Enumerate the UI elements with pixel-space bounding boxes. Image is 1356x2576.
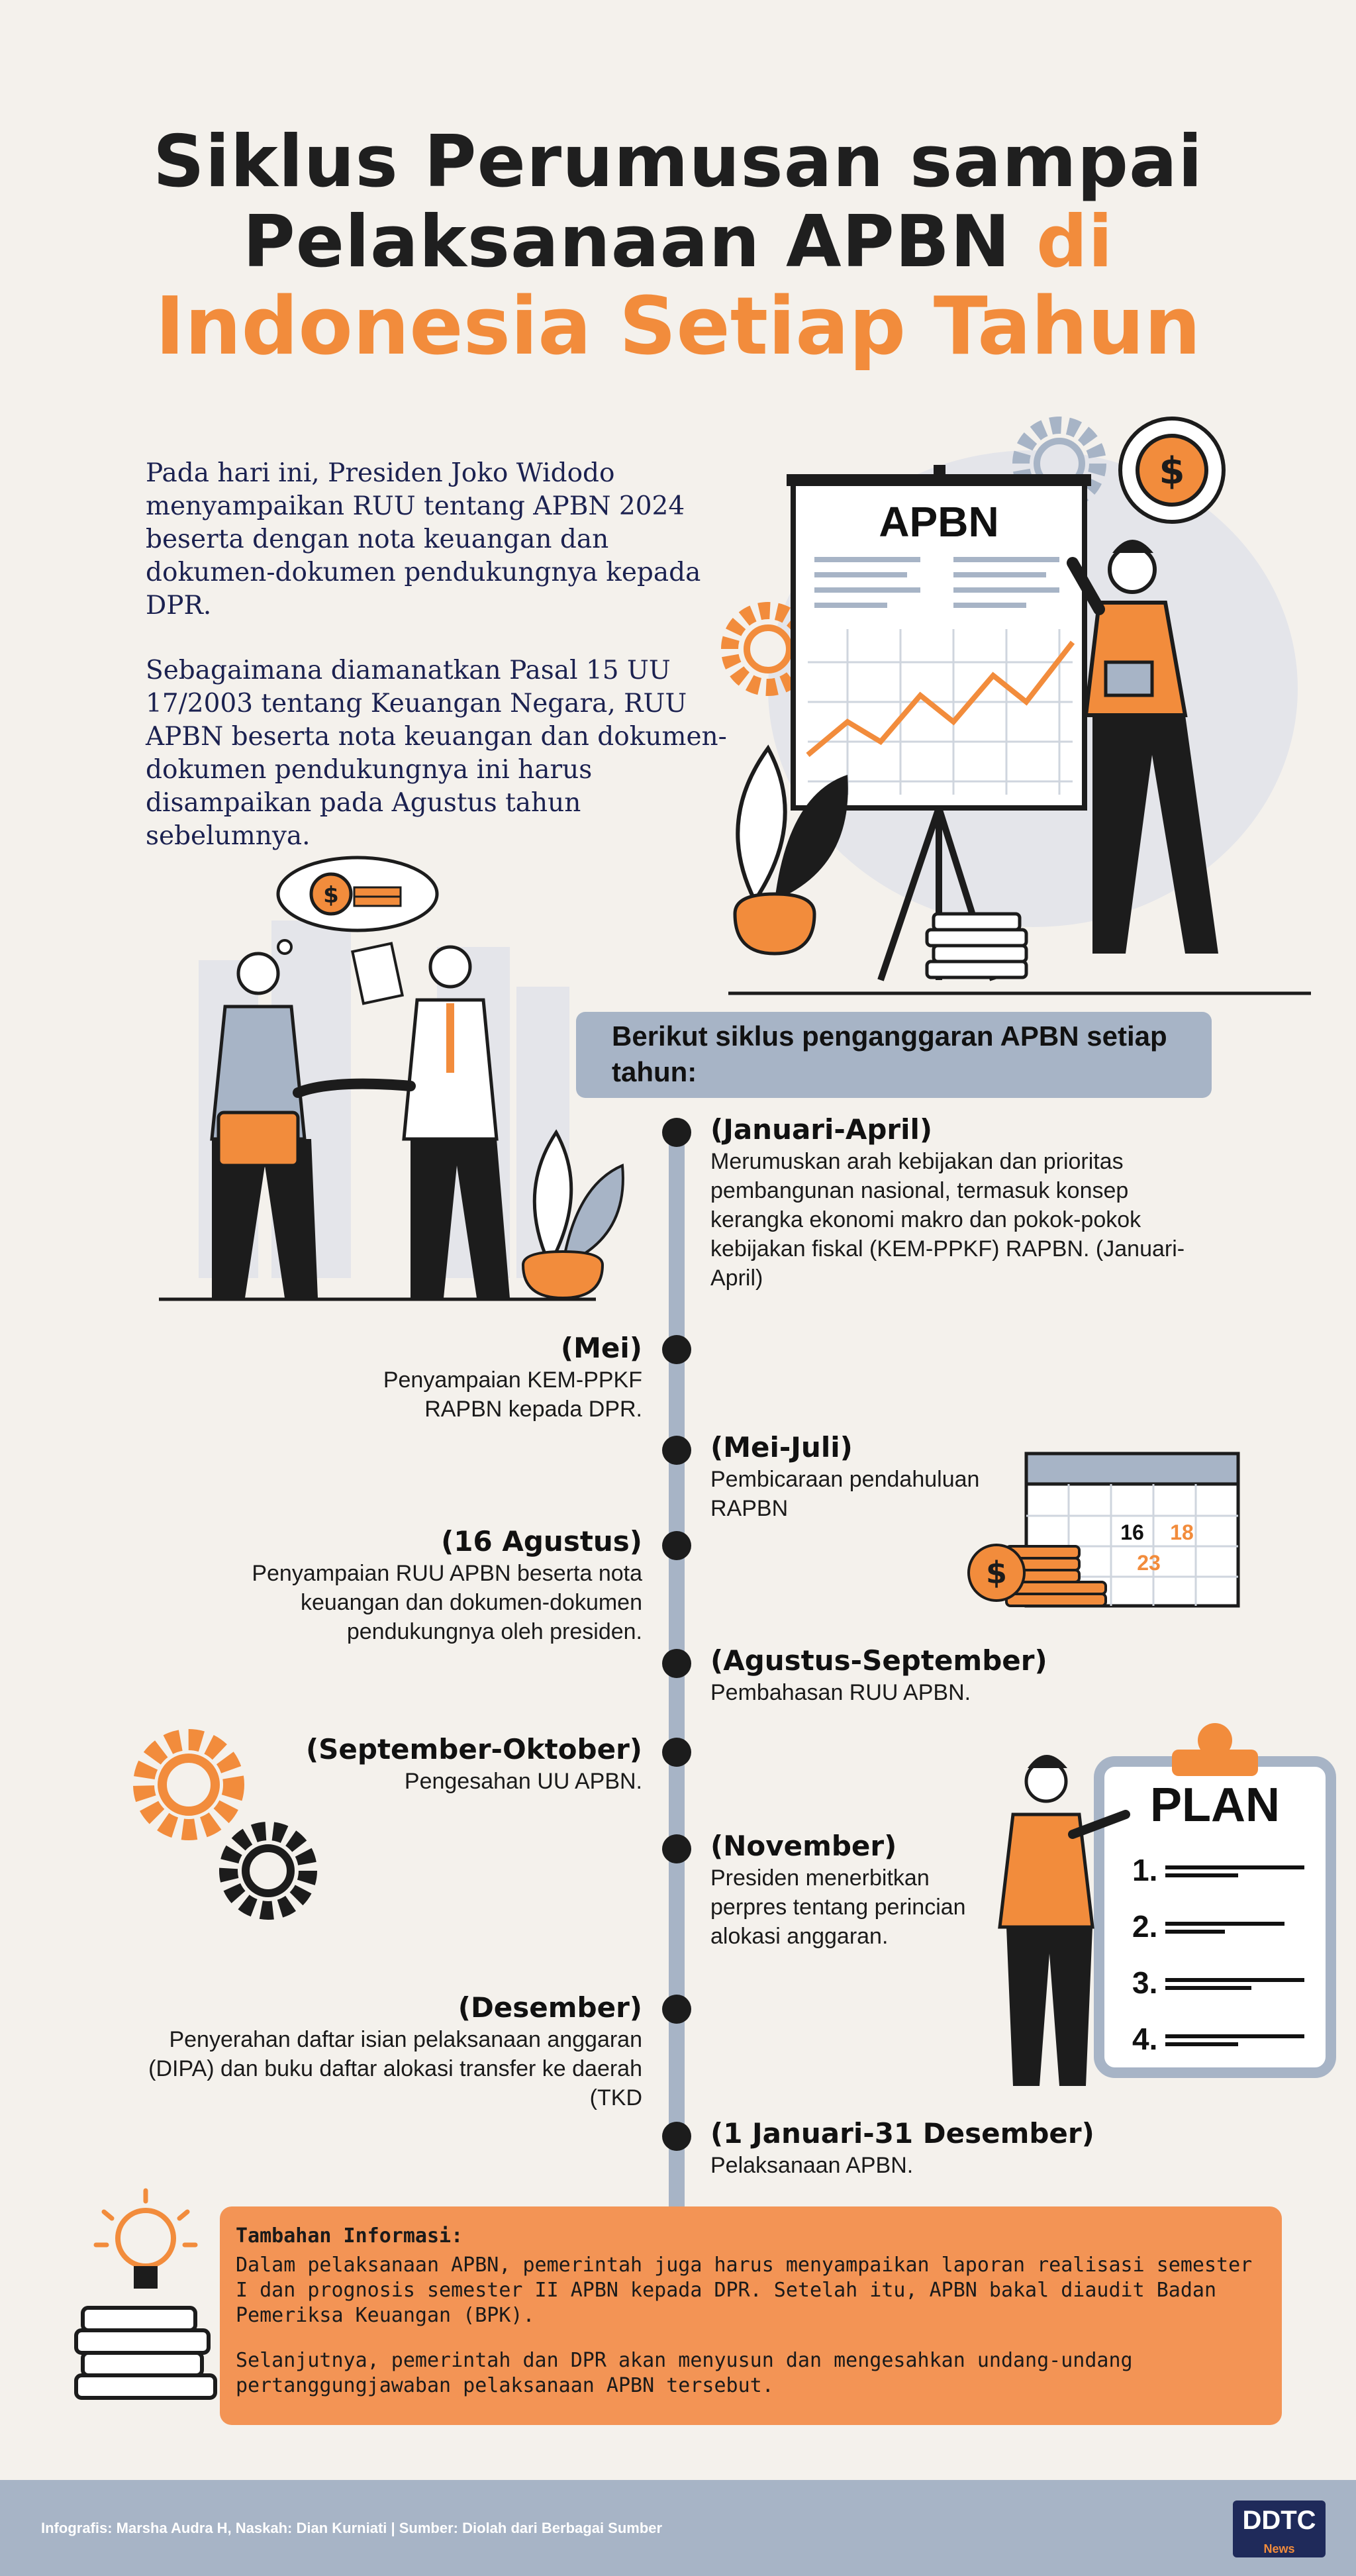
plan-item: 2. — [1132, 1909, 1157, 1944]
plan-illustration: PLAN 1. 2. 3. 4. — [998, 1723, 1336, 2086]
timeline-item-desc: Pelaksanaan APBN. — [710, 2153, 914, 2178]
handshake-illustration: $ — [159, 856, 624, 1301]
timeline-item: (November) Presiden menerbitkan perpres … — [710, 1829, 989, 1951]
businessman-figure — [210, 952, 318, 1298]
title-line-1: Siklus Perumusan sampai — [153, 121, 1203, 203]
plan-label: PLAN — [1150, 1779, 1280, 1832]
timeline-item-title: (September-Oktober) — [305, 1733, 642, 1765]
plan-item: 3. — [1132, 1965, 1157, 2000]
timeline-dot — [662, 2122, 691, 2151]
plant-icon — [521, 1129, 624, 1300]
board-label: APBN — [879, 498, 998, 546]
books-icon — [925, 912, 1028, 979]
gears-illustration — [133, 1729, 317, 1920]
calendar-day: 18 — [1170, 1520, 1194, 1544]
footer-credit: Infografis: Marsha Audra H, Naskah: Dian… — [41, 2520, 663, 2536]
timeline-item-title: (Mei-Juli) — [710, 1431, 853, 1463]
woman-figure — [998, 1755, 1130, 2086]
calendar-illustration: 16 18 23 $ — [967, 1452, 1240, 1608]
plant-icon — [733, 744, 848, 956]
coin-icon — [309, 872, 353, 916]
timeline-item-title: (16 Agustus) — [441, 1525, 642, 1558]
timeline-item-desc: Penyampaian KEM-PPKF RAPBN kepada DPR. — [383, 1367, 642, 1422]
presentation-illustration: APBN $ — [721, 417, 1311, 995]
info-paragraph-2: Selanjutnya, pemerintah dan DPR akan men… — [236, 2349, 1133, 2397]
plan-item: 4. — [1132, 2022, 1157, 2056]
info-paragraph-1: Dalam pelaksanaan APBN, pemerintah juga … — [236, 2254, 1253, 2327]
timeline-item-desc: Pengesahan UU APBN. — [404, 1769, 642, 1794]
timeline-item-title: (1 Januari-31 Desember) — [710, 2117, 1094, 2150]
timeline-dot — [662, 1738, 691, 1767]
calendar-day: 16 — [1120, 1520, 1144, 1544]
info-heading: Tambahan Informasi: — [236, 2224, 463, 2248]
timeline-item: (1 Januari-31 Desember) Pelaksanaan APBN… — [710, 2116, 1214, 2180]
svg-text:$: $ — [323, 882, 339, 909]
svg-text:$: $ — [1159, 450, 1185, 493]
presenter-figure — [1067, 540, 1218, 954]
timeline-dot — [662, 1335, 691, 1364]
intro-paragraph-2: Sebagaimana diamanatkan Pasal 15 UU 17/2… — [146, 656, 727, 851]
gear-icon — [133, 1729, 244, 1840]
title-line-3: Indonesia Setiap Tahun — [155, 280, 1201, 373]
calendar-day: 23 — [1137, 1551, 1161, 1575]
page-title: Siklus Perumusan sampai Pelaksanaan APBN… — [0, 121, 1356, 373]
timeline-item: (Agustus-September) Pembahasan RUU APBN. — [710, 1644, 1214, 1707]
timeline-item-desc: Pembicaraan pendahuluan RAPBN — [710, 1467, 980, 1521]
timeline-item-title: (Januari-April) — [710, 1113, 933, 1146]
timeline-item-desc: Penyerahan daftar isian pelaksanaan angg… — [148, 2027, 642, 2110]
timeline-dot — [662, 1649, 691, 1678]
footer-bar — [0, 2480, 1356, 2576]
additional-info-box: Tambahan Informasi: Dalam pelaksanaan AP… — [220, 2206, 1282, 2425]
plan-item: 1. — [1132, 1853, 1157, 1887]
section-header: Berikut siklus penganggaran APBN setiap … — [576, 1012, 1212, 1098]
title-line-2: Pelaksanaan APBN di — [242, 200, 1114, 283]
coin-stack-icon — [967, 1544, 1107, 1607]
coin-icon — [1136, 434, 1208, 507]
businessman-figure — [350, 942, 510, 1298]
timeline-dot — [662, 1118, 691, 1147]
timeline-dot — [662, 1995, 691, 2024]
timeline-item-title: (Mei) — [560, 1332, 642, 1364]
timeline-item-desc: Pembahasan RUU APBN. — [710, 1680, 971, 1705]
timeline-item-title: (Desember) — [458, 1991, 642, 2024]
gear-icon — [219, 1822, 317, 1920]
document-icon — [350, 942, 405, 1005]
timeline-item: (Desember) Penyerahan daftar isian pelak… — [148, 1991, 642, 2112]
timeline-item-desc: Presiden menerbitkan perpres tentang per… — [710, 1865, 966, 1949]
timeline-dot — [662, 1834, 691, 1863]
intro-paragraph-1: Pada hari ini, Presiden Joko Widodo meny… — [146, 458, 701, 620]
timeline-item: (16 Agustus) Penyampaian RUU APBN besert… — [166, 1524, 642, 1646]
intro-text: Pada hari ini, Presiden Joko Widodo meny… — [146, 457, 728, 885]
timeline-item-title: (Agustus-September) — [710, 1644, 1047, 1677]
timeline-item-desc: Penyampaian RUU APBN beserta nota keuang… — [252, 1561, 642, 1644]
timeline-item: (Januari-April) Merumuskan arah kebijaka… — [710, 1113, 1214, 1293]
timeline-item: (Mei) Penyampaian KEM-PPKF RAPBN kepada … — [166, 1331, 642, 1424]
svg-text:$: $ — [986, 1555, 1007, 1591]
briefcase-icon — [217, 1111, 300, 1167]
bulb-books-illustration — [74, 2188, 217, 2400]
timeline-item-desc: Merumuskan arah kebijakan dan prioritas … — [710, 1149, 1185, 1291]
books-icon — [74, 2306, 217, 2400]
timeline-item: (September-Oktober) Pengesahan UU APBN. — [166, 1732, 642, 1796]
timeline-dot — [662, 1531, 691, 1560]
lightbulb-icon — [93, 2188, 198, 2289]
ddtc-logo: DDTC News — [1233, 2501, 1326, 2557]
timeline-item-title: (November) — [710, 1830, 897, 1862]
timeline-dot — [662, 1436, 691, 1465]
timeline-item: (Mei-Juli) Pembicaraan pendahuluan RAPBN — [710, 1430, 989, 1523]
